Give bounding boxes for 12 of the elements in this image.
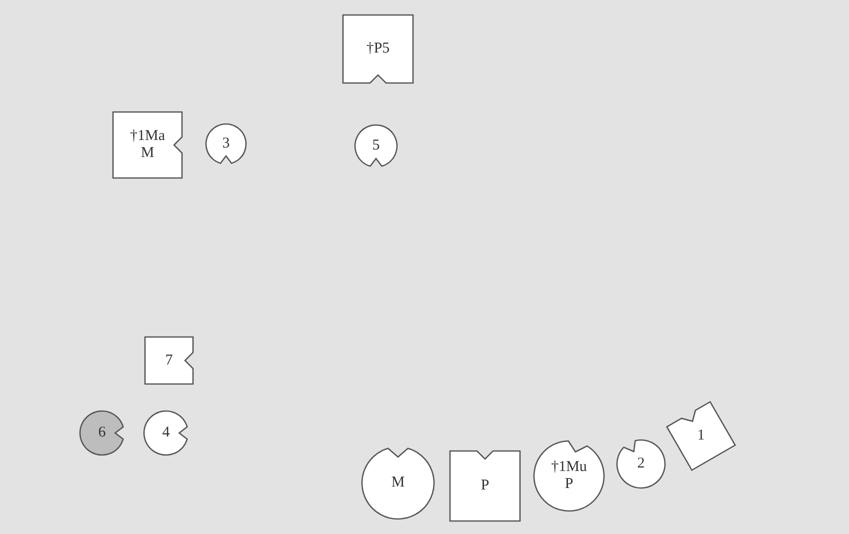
node-label: 6	[97, 424, 107, 442]
node-label: †1Ma M	[129, 128, 166, 162]
node-label: 3	[221, 135, 231, 153]
node-label: 2	[636, 455, 646, 473]
node-label: 1	[696, 427, 706, 445]
node-label: 4	[161, 424, 171, 442]
node-label: M	[390, 474, 406, 492]
node-label: †1Mu P	[550, 458, 588, 494]
node-label: †P5	[365, 40, 391, 58]
node-label: P	[480, 477, 490, 495]
node-label: 7	[164, 352, 174, 370]
node-label: 5	[371, 137, 381, 155]
